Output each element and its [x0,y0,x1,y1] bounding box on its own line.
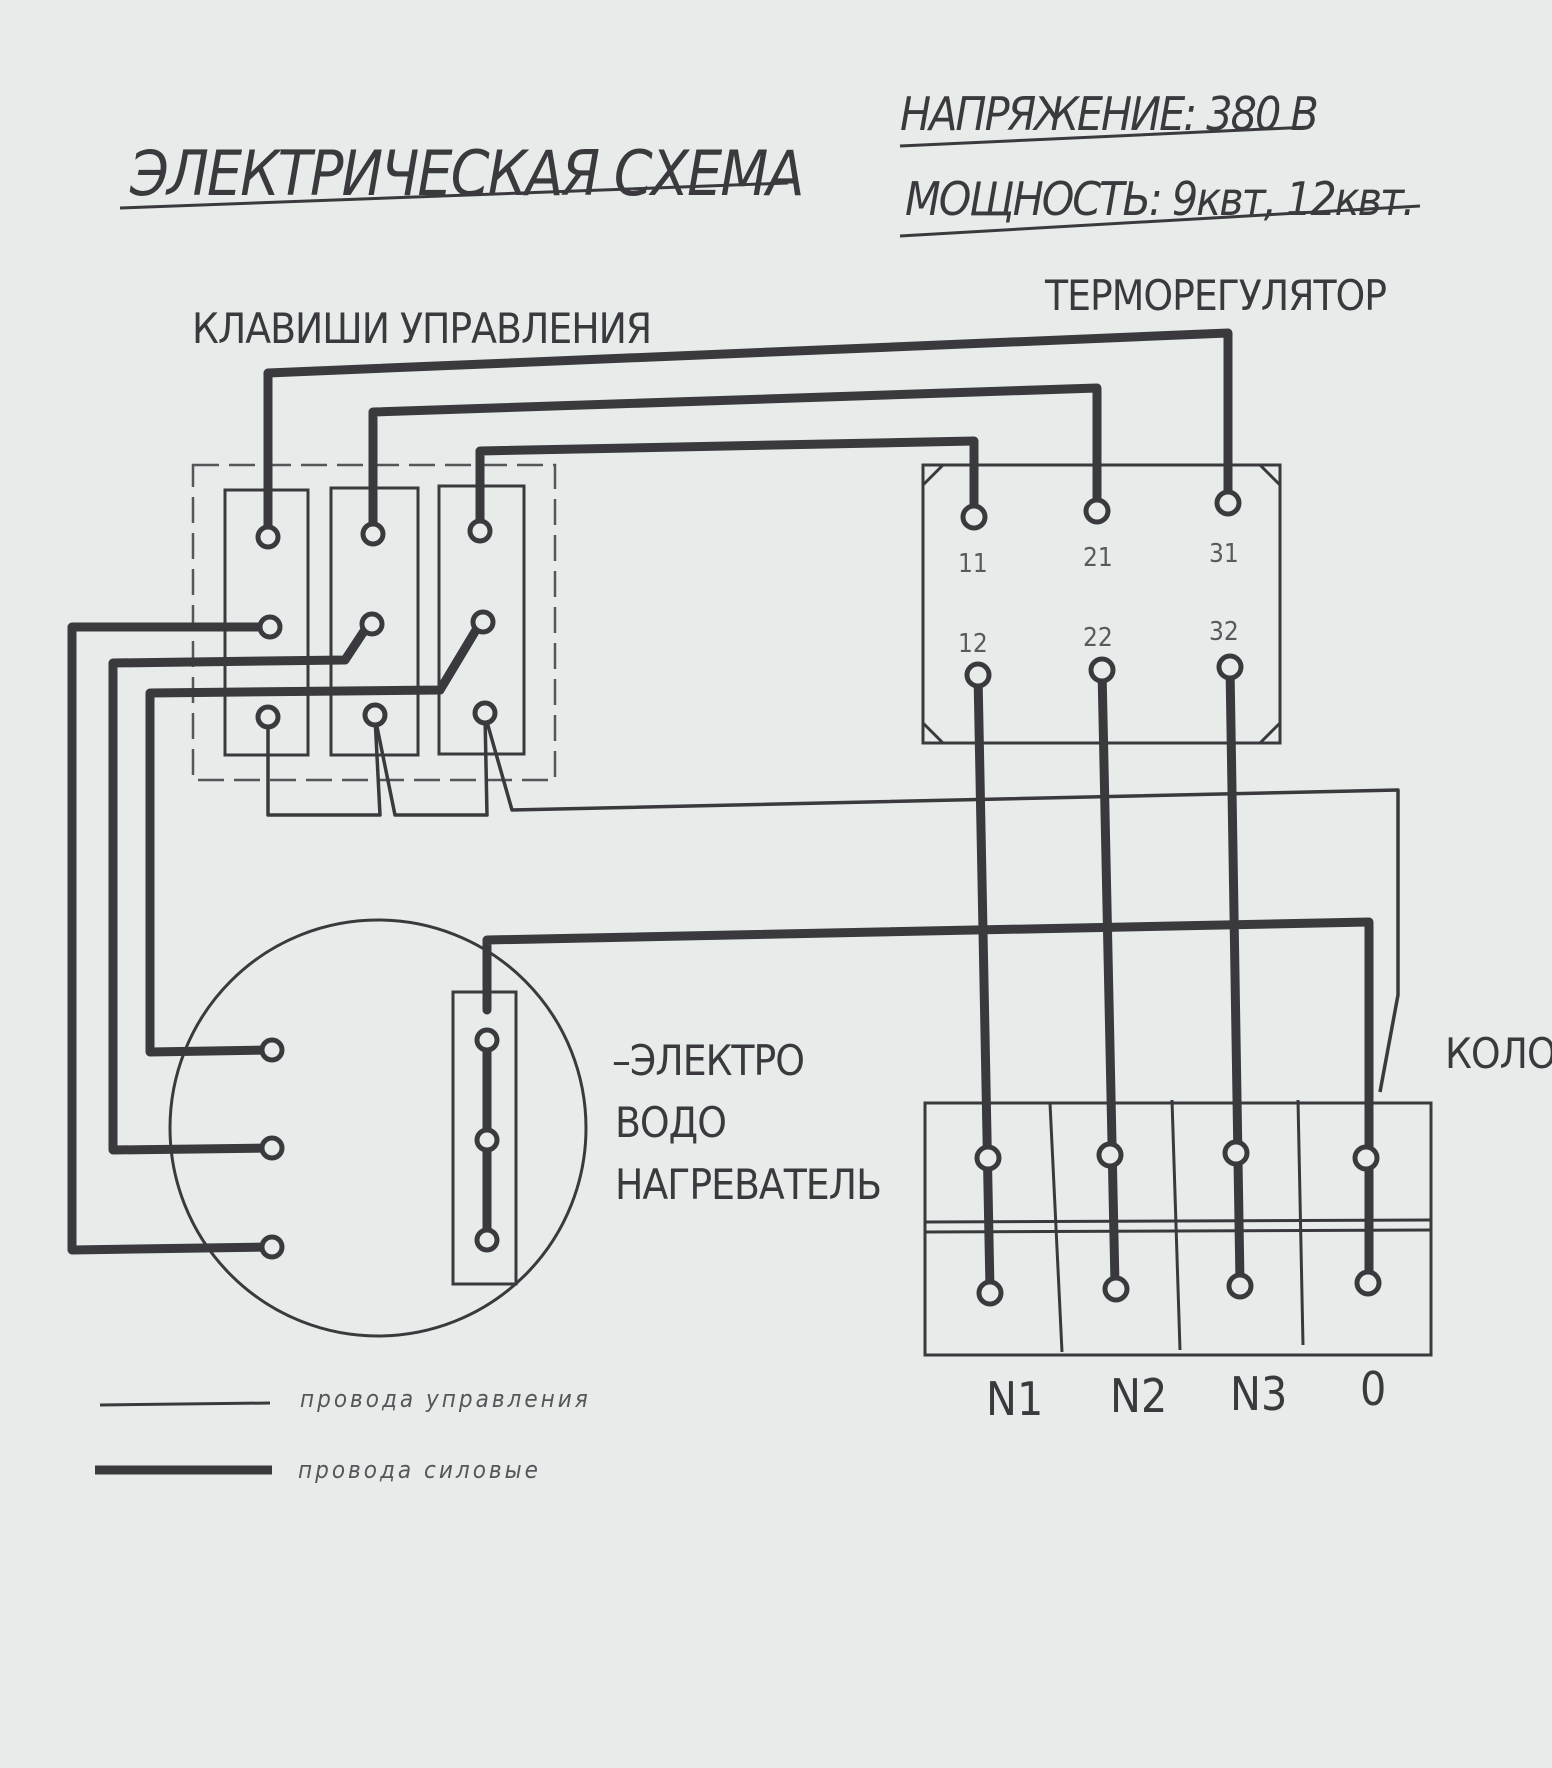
control-wires [266,714,1400,1093]
terminal-dots [255,489,1382,1307]
thermostat-label: ТЕРМОРЕГУЛЯТОР [1044,271,1386,320]
diagram-title: ЭЛЕКТРИЧЕСКАЯ СХЕМА [129,137,803,210]
terminal-label-0: 0 [1360,1362,1386,1416]
legend: провода управления провода силовые [95,1385,591,1484]
thermostat-terminal-31: 31 [1209,539,1239,569]
title-underline [119,181,789,210]
terminal-block-body [923,1101,1433,1357]
voltage-underline [899,125,1311,148]
power-spec: МОЩНОСТЬ: 9квт, 12квт. [905,172,1413,226]
thermostat-terminal-22: 22 [1083,623,1113,653]
power-wires [67,328,1374,1295]
control-keys-label: КЛАВИШИ УПРАВЛЕНИЯ [192,304,651,353]
terminal-block: N1 N2 N3 0 КОЛО [923,1029,1552,1426]
thermostat-terminal-21: 21 [1083,543,1113,573]
legend-control-text: провода управления [300,1385,591,1413]
legend-power-text: провода силовые [298,1456,541,1484]
terminal-label-n2: N2 [1110,1369,1167,1423]
thermostat-terminal-12: 12 [958,629,988,659]
terminal-block-label-cut: КОЛО [1445,1029,1552,1078]
terminal-label-n1: N1 [986,1372,1043,1426]
heater-label-line3: НАГРЕВАТЕЛЬ [615,1160,881,1209]
voltage-spec: НАПРЯЖЕНИЕ: 380 В [900,87,1317,141]
thermostat-terminal-11: 11 [958,549,988,579]
thermostat-terminal-32: 32 [1209,617,1239,647]
heater-label-line1: –ЭЛЕКТРО [612,1036,804,1085]
terminal-label-n3: N3 [1230,1367,1287,1421]
legend-control-line [99,1401,271,1407]
power-underline [899,204,1421,238]
heater-label-line2: ВОДО [615,1098,726,1147]
heater-tank-circle [168,918,588,1338]
thermostat-block: 11 21 31 12 22 32 [921,463,1282,745]
water-heater: –ЭЛЕКТРО ВОДО НАГРЕВАТЕЛЬ [168,918,882,1338]
